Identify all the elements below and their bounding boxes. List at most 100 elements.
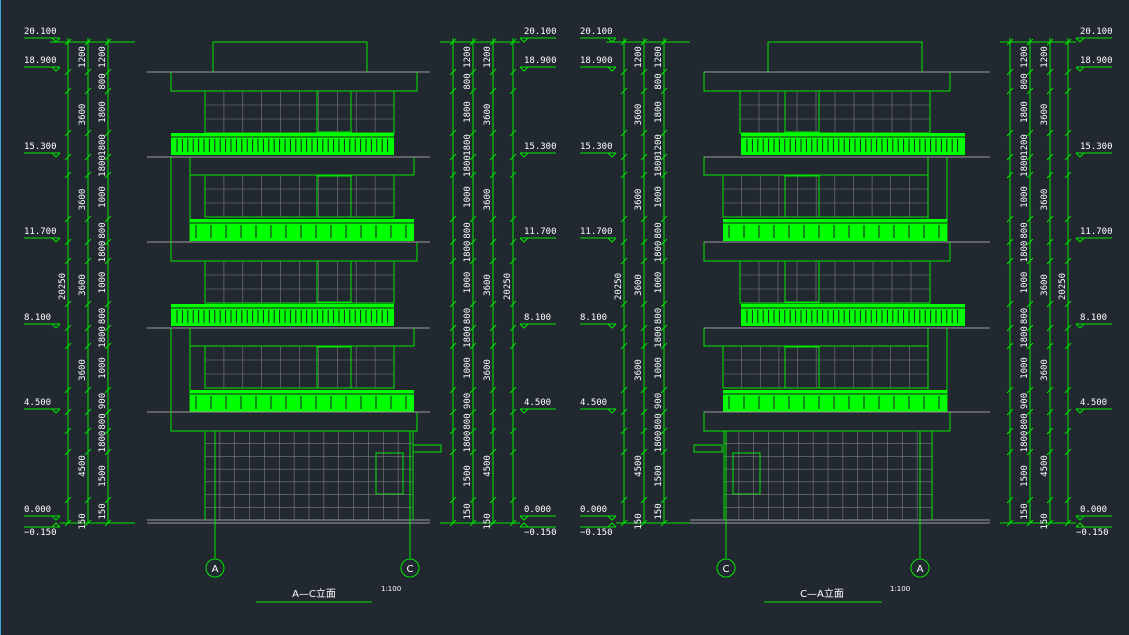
dimension-label: 150 [1040,513,1050,529]
dimension-label: 900 [654,393,664,409]
dimension-label: 800 [1020,73,1030,89]
dimension-label: 1200 [654,134,664,156]
level-label: 11.700 [1080,227,1113,237]
dimension-label: 800 [98,413,108,429]
dimension-label: 900 [1020,393,1030,409]
dimension-label: 1800 [654,431,664,453]
dimension-label: 1000 [654,272,664,294]
dimension-label: 1200 [463,46,473,68]
dimension-label: 1800 [98,134,108,156]
level-label: 11.700 [24,227,57,237]
axis-bubble [910,558,930,578]
dimension-label: 800 [1020,222,1030,238]
dimension-label: 1800 [654,155,664,177]
dimension-label: 3600 [634,359,644,381]
dimension-label: 1800 [98,431,108,453]
dimension-label: 1800 [463,431,473,453]
axis-label: A [917,564,924,575]
dimension-label: 1200 [634,46,644,68]
dimension-label: 800 [654,308,664,324]
dimension-label: 3600 [78,189,88,211]
level-labels-left: 20.100 18.900 15.300 11.700 8.100 4.500 … [580,27,613,538]
dimension-label: 1000 [463,357,473,379]
level-label: 18.900 [580,56,613,66]
dimension-label: 1200 [654,46,664,68]
balcony [171,133,394,155]
dimension-label: 800 [654,413,664,429]
dimension-label: 1000 [1020,357,1030,379]
dimension-label: 150 [1020,503,1030,519]
dimension-label: 800 [463,222,473,238]
level-label: 18.900 [524,56,557,66]
elevation-c-a: 20.100 18.900 15.300 11.700 8.100 4.500 … [580,27,1113,603]
dimension-label: 3600 [634,104,644,126]
dimension-label: 1000 [654,357,664,379]
balcony [723,219,947,241]
axis-bubble [400,558,420,578]
dimension-label: 1800 [98,155,108,177]
dimension-label: 800 [463,308,473,324]
dimension-label: 3600 [78,104,88,126]
dimension-label: 900 [463,393,473,409]
dimension-label: 4500 [78,455,88,477]
dimension-label: 1000 [1020,272,1030,294]
axis-bubble [716,558,736,578]
dimension-label: 3600 [1040,189,1050,211]
dimension-label: 1800 [98,101,108,123]
dimension-label: 1800 [1020,241,1030,263]
level-label: 20.100 [24,27,57,37]
level-label: 11.700 [580,227,613,237]
level-labels-right: 20.100 18.900 15.300 11.700 8.100 4.500 … [1076,27,1113,538]
dimension-total: 20250 [58,273,68,300]
dimension-label: 1500 [98,465,108,487]
level-labels-left: 20.100 18.900 15.300 11.700 8.100 4.500 … [24,27,57,538]
level-label: 20.100 [580,27,613,37]
dimension-label: 1000 [98,357,108,379]
dimension-label: 1800 [654,101,664,123]
balcony [190,390,414,412]
level-label: −0.150 [524,528,557,538]
dimension-label: 900 [98,393,108,409]
dimension-label: 150 [654,503,664,519]
dimension-label: 800 [98,308,108,324]
level-label: 18.900 [24,56,57,66]
level-label: 4.500 [1080,398,1107,408]
dimension-label: 1800 [1020,101,1030,123]
dimension-label: 1800 [98,241,108,263]
dimension-label: 800 [654,222,664,238]
dimension-label: 150 [78,513,88,529]
level-label: 15.300 [524,142,557,152]
level-label: −0.150 [580,528,613,538]
dimension-label: 800 [1020,413,1030,429]
level-labels-right: 20.100 18.900 15.300 11.700 8.100 4.500 … [524,27,557,538]
dimension-label: 4500 [634,455,644,477]
dimension-label: 1800 [463,155,473,177]
dimension-label: 800 [98,73,108,89]
dimension-label: 1500 [463,465,473,487]
dimension-label: 1000 [463,186,473,208]
level-label: 0.000 [580,505,607,515]
drawing-scale: 1:100 [381,585,401,593]
dimension-label: 800 [98,222,108,238]
dimension-label: 4500 [1040,455,1050,477]
dimension-label: 1000 [654,186,664,208]
dimension-label: 1800 [1020,431,1030,453]
dimension-label: 150 [98,503,108,519]
level-label: 0.000 [24,505,51,515]
axis-label: C [723,564,730,575]
dimension-total: 20250 [503,273,513,300]
dimension-label: 3600 [1040,274,1050,296]
dimension-label: 800 [1020,308,1030,324]
dimension-label: 800 [463,413,473,429]
level-label: 11.700 [524,227,557,237]
dimension-label: 3600 [634,189,644,211]
level-label: 15.300 [580,142,613,152]
dimension-label: 3600 [483,274,493,296]
dimension-labels-left: 20250 [58,273,68,300]
dimension-label: 1800 [98,326,108,348]
dimension-label: 1200 [78,46,88,68]
dimension-label: 1500 [1020,465,1030,487]
level-label: 15.300 [1080,142,1113,152]
